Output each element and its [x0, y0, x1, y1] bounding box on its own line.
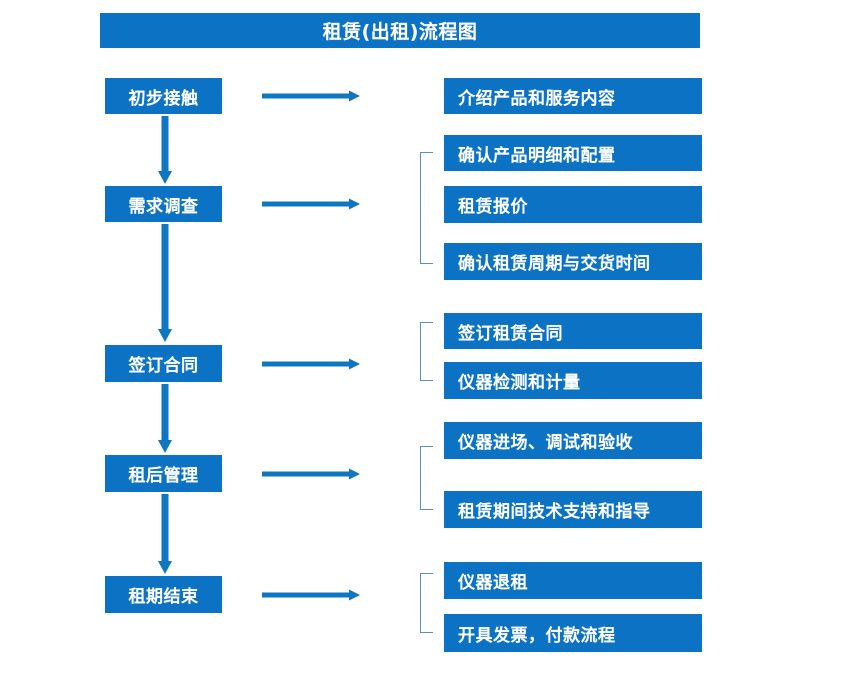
detail-box[interactable]: 仪器检测和计量: [444, 362, 702, 399]
detail-box[interactable]: 仪器退租: [444, 562, 702, 599]
detail-box[interactable]: 仪器进场、调试和验收: [444, 422, 702, 459]
vertical-arrow-icon: [155, 494, 175, 574]
stage-box[interactable]: 初步接触: [105, 78, 222, 114]
group-bracket: [420, 573, 433, 633]
detail-box[interactable]: 介绍产品和服务内容: [444, 78, 702, 114]
horizontal-arrow-icon: [262, 467, 360, 481]
stage-box[interactable]: 租期结束: [105, 576, 222, 613]
horizontal-arrow-icon: [262, 588, 360, 602]
horizontal-arrow-icon: [262, 197, 360, 211]
detail-box[interactable]: 确认产品明细和配置: [444, 135, 702, 171]
stage-box[interactable]: 需求调查: [105, 186, 222, 222]
group-bracket: [420, 446, 433, 510]
vertical-arrow-icon: [155, 384, 175, 453]
stage-box[interactable]: 租后管理: [105, 455, 222, 492]
detail-box[interactable]: 租赁报价: [444, 186, 702, 223]
vertical-arrow-icon: [155, 224, 175, 342]
stage-box[interactable]: 签订合同: [105, 345, 222, 382]
horizontal-arrow-icon: [262, 357, 360, 371]
detail-box[interactable]: 确认租赁周期与交货时间: [444, 243, 702, 280]
group-bracket: [420, 322, 433, 381]
group-bracket: [420, 152, 433, 264]
flowchart-title-banner: 租赁(出租)流程图: [100, 13, 700, 48]
vertical-arrow-icon: [155, 116, 175, 184]
detail-box[interactable]: 租赁期间技术支持和指导: [444, 491, 702, 528]
detail-box[interactable]: 开具发票，付款流程: [444, 614, 702, 652]
horizontal-arrow-icon: [262, 89, 360, 103]
detail-box[interactable]: 签订租赁合同: [444, 313, 702, 349]
